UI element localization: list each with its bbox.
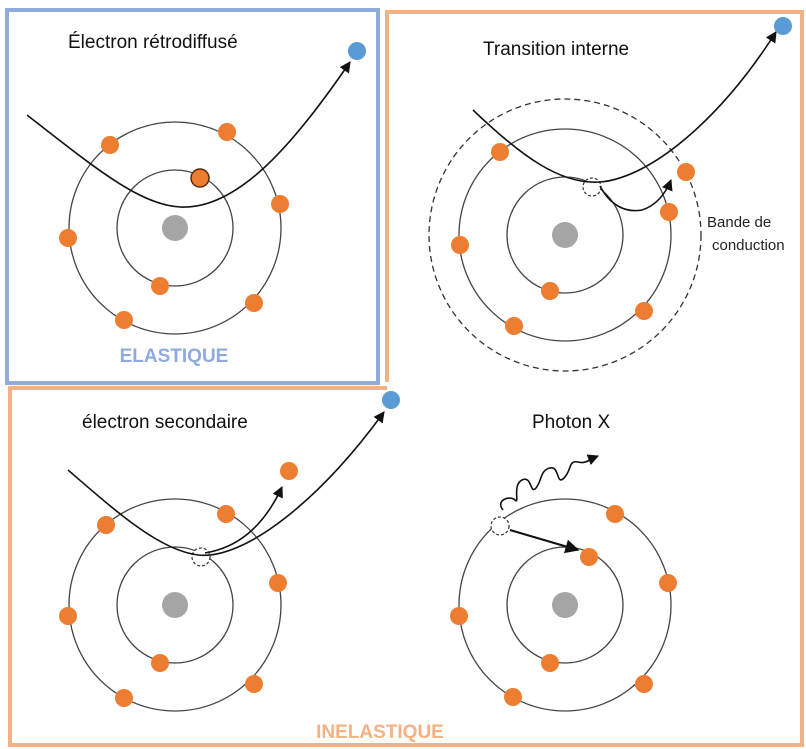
band-label-line1: Bande de [707, 214, 771, 231]
nucleus [162, 592, 188, 618]
panel-xray: Photon X [450, 412, 677, 712]
electron [606, 505, 624, 523]
xray-photon-wave [499, 454, 600, 511]
electron [218, 123, 236, 141]
panel-backscattered: Électron rétrodiffusé ELASTIQUE [26, 32, 366, 367]
panel-title-backscattered: Électron rétrodiffusé [68, 32, 238, 53]
electron [115, 689, 133, 707]
nucleus [552, 592, 578, 618]
outer-shell [68, 498, 282, 712]
atom [451, 128, 695, 342]
inelastic-frame [8, 10, 804, 747]
electron-excited [677, 163, 695, 181]
electron [245, 675, 263, 693]
panel-title-internal-transition: Transition interne [483, 39, 629, 60]
electron [245, 294, 263, 312]
scattered-electron [774, 17, 792, 35]
outer-shell [458, 128, 672, 342]
outer-shell [68, 121, 282, 335]
atom [59, 121, 289, 335]
electron [660, 203, 678, 221]
electron [271, 195, 289, 213]
atom [59, 498, 287, 712]
panel-internal-transition: Transition interne Bande de conduction [428, 17, 792, 372]
electron [541, 654, 559, 672]
inelastic-label: INELASTIQUE [316, 722, 444, 743]
panel-secondary: électron secondaire [59, 391, 400, 712]
electron [491, 143, 509, 161]
panel-title-secondary: électron secondaire [82, 412, 248, 433]
backscattered-electron [348, 42, 366, 60]
secondary-electron-path [204, 485, 283, 554]
inner-shell [116, 546, 234, 664]
electron [635, 302, 653, 320]
vacancy [191, 547, 211, 567]
transition-arrow [509, 529, 580, 554]
electron [504, 688, 522, 706]
electron [659, 574, 677, 592]
electron [151, 277, 169, 295]
excitation-path [599, 178, 673, 212]
electron-trajectory [26, 61, 351, 208]
inner-shell [116, 169, 234, 287]
band-label-line2: conduction [712, 237, 785, 254]
outer-shell [458, 498, 672, 712]
electron [541, 282, 559, 300]
vacancy [582, 177, 602, 197]
electron [450, 607, 468, 625]
electron [635, 675, 653, 693]
electron-hit [190, 168, 210, 188]
vacancy [490, 516, 510, 536]
electron [59, 229, 77, 247]
electron-trajectory [67, 411, 385, 556]
nucleus [552, 222, 578, 248]
elastic-frame [5, 8, 380, 385]
electron [505, 317, 523, 335]
electron [101, 136, 119, 154]
electron [217, 505, 235, 523]
electron [151, 654, 169, 672]
electron-transitioned [580, 548, 598, 566]
electron [269, 574, 287, 592]
conduction-band-shell [428, 98, 702, 372]
atom [450, 498, 677, 712]
elastic-label: ELASTIQUE [120, 346, 229, 367]
electron [97, 516, 115, 534]
electron [59, 607, 77, 625]
scattered-electron [382, 391, 400, 409]
electron-trajectory [472, 31, 777, 183]
electron [115, 311, 133, 329]
panel-title-xray: Photon X [532, 412, 610, 433]
electron [451, 236, 469, 254]
secondary-electron [280, 462, 298, 480]
nucleus [162, 215, 188, 241]
